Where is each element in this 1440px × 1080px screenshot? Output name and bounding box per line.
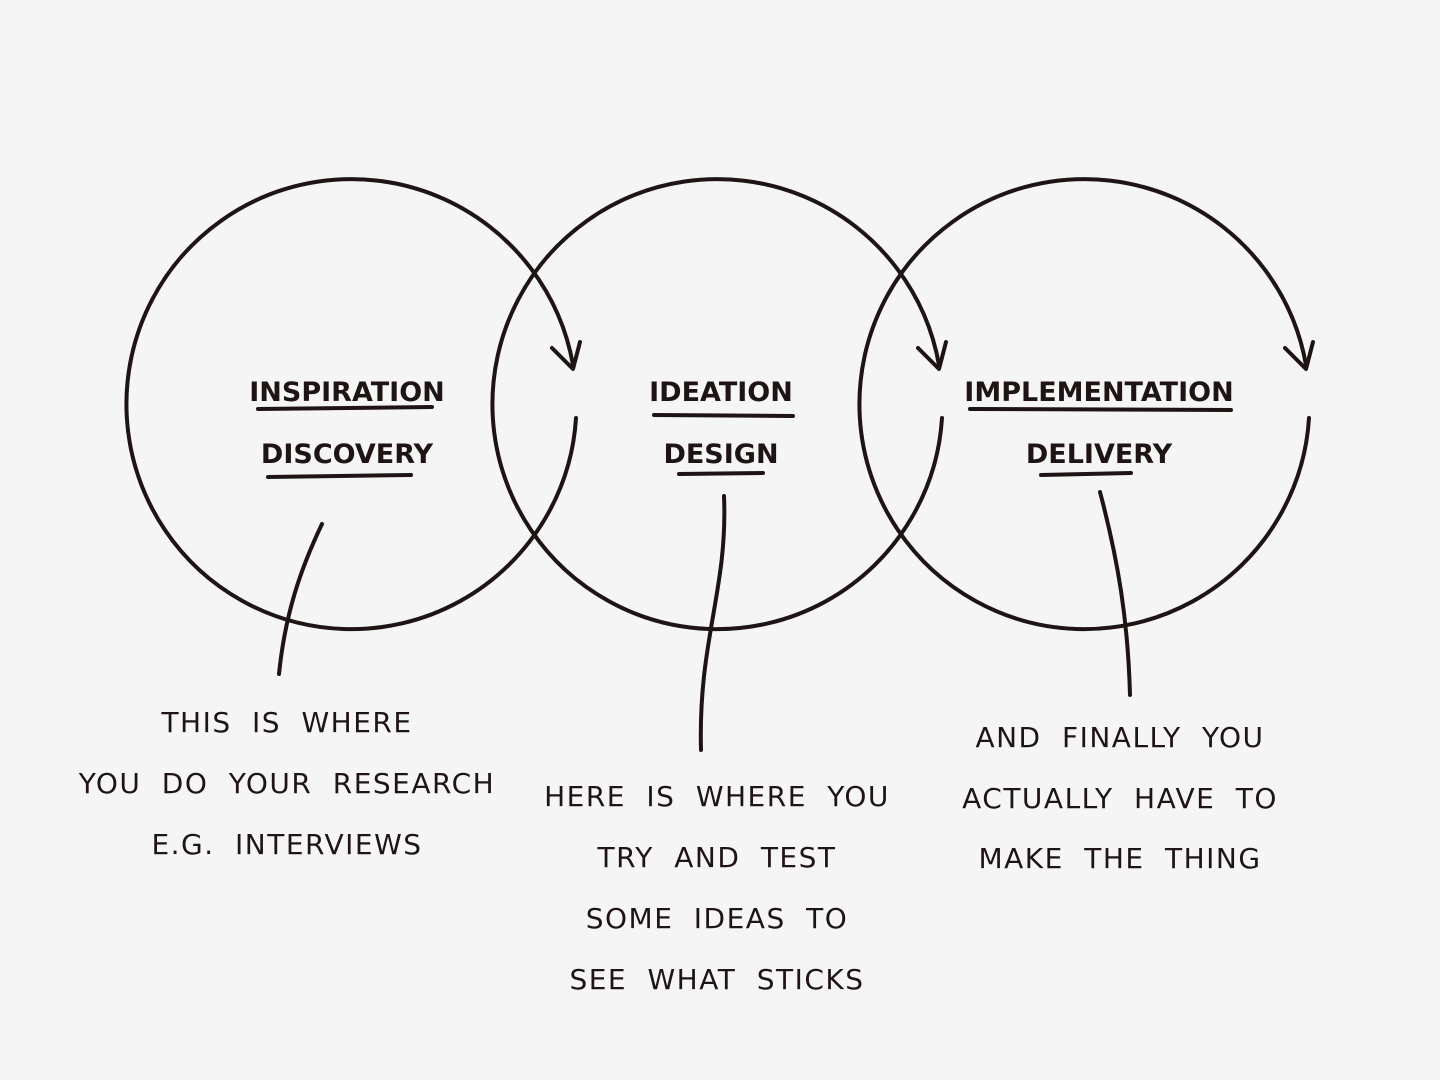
note-line: YOU DO YOUR RESEARCH — [78, 767, 495, 800]
connector-line-inspiration — [277, 522, 324, 676]
underline-inspiration — [256, 405, 434, 411]
underline-discovery — [266, 473, 413, 479]
arrow-head-inspiration — [550, 340, 582, 371]
stage-title-ideation: IDEATION — [649, 377, 793, 408]
stage-circle-ideation — [490, 177, 944, 632]
underline-delivery — [1039, 471, 1133, 477]
stage-subtitle-discovery: DISCOVERY — [261, 439, 434, 470]
note-ideation: HERE IS WHERE YOU TRY AND TEST SOME IDEA… — [544, 780, 890, 996]
note-implementation: AND FINALLY YOU ACTUALLY HAVE TO MAKE TH… — [962, 721, 1278, 875]
stage-title-inspiration: INSPIRATION — [249, 377, 445, 408]
arrow-head-implementation — [1283, 340, 1315, 371]
arrow-head-ideation — [916, 340, 948, 371]
note-line: SEE WHAT STICKS — [569, 963, 864, 996]
note-line: TRY AND TEST — [596, 841, 836, 874]
connector-line-ideation — [698, 494, 727, 752]
stage-circle-implementation — [857, 177, 1311, 632]
note-line: E.G. INTERVIEWS — [151, 828, 422, 861]
stage-title-implementation: IMPLEMENTATION — [964, 377, 1233, 408]
connector-line-implementation — [1098, 490, 1132, 697]
note-line: MAKE THE THING — [978, 842, 1261, 875]
stage-circle-inspiration — [124, 177, 578, 632]
note-line: THIS IS WHERE — [160, 706, 412, 739]
note-line: HERE IS WHERE YOU — [544, 780, 890, 813]
note-inspiration: THIS IS WHERE YOU DO YOUR RESEARCH E.G. … — [78, 706, 495, 861]
underline-ideation — [652, 413, 795, 418]
underline-design — [677, 471, 765, 476]
stage-subtitle-design: DESIGN — [663, 439, 778, 470]
stage-subtitle-delivery: DELIVERY — [1026, 439, 1173, 470]
note-line: ACTUALLY HAVE TO — [962, 782, 1278, 815]
underline-implementation — [968, 407, 1233, 412]
note-line: SOME IDEAS TO — [586, 902, 849, 935]
note-line: AND FINALLY YOU — [975, 721, 1264, 754]
